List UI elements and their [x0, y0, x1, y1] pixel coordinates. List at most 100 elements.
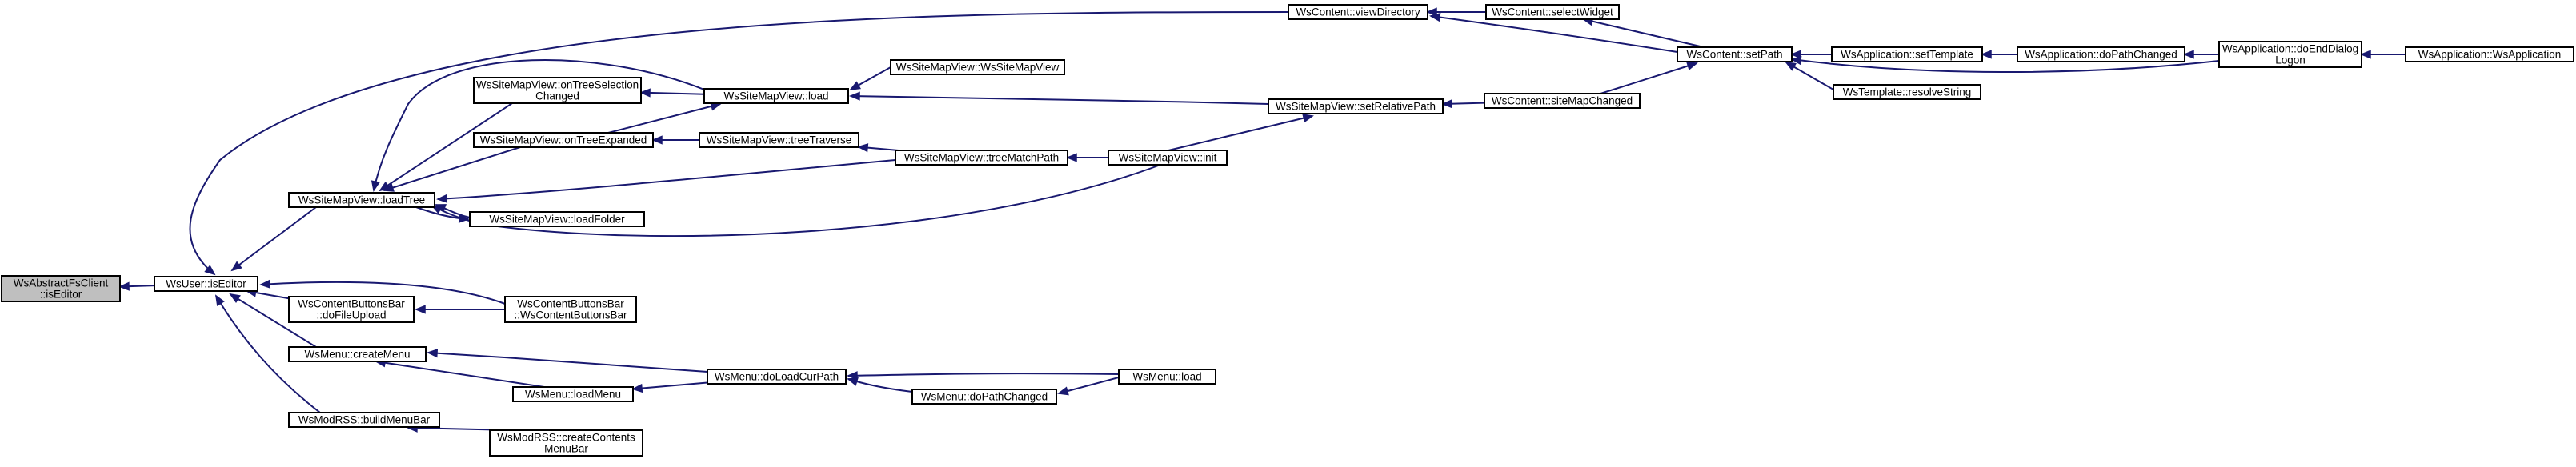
arrowhead	[857, 143, 869, 153]
node-box	[504, 296, 637, 323]
node-label: WsMenu::createMenu	[304, 349, 410, 361]
arrowhead	[1441, 99, 1452, 109]
node-box	[288, 192, 435, 208]
node-box	[1288, 4, 1428, 20]
node-label: Logon	[2275, 54, 2306, 66]
node-smv-loadfolder[interactable]: WsSiteMapView::loadFolder	[469, 211, 645, 227]
node-box	[895, 150, 1068, 166]
node-smv-ontreeexpanded[interactable]: WsSiteMapView::onTreeExpanded	[473, 132, 654, 148]
edge-app_wsapplication-to-app_doenddialoglogon	[2360, 50, 2406, 59]
node-box	[1831, 46, 1983, 62]
node-menu-load[interactable]: WsMenu::load	[1118, 369, 1216, 385]
node-box	[1484, 93, 1641, 109]
node-smv-treetraverse[interactable]: WsSiteMapView::treeTraverse	[699, 132, 859, 148]
edge-line	[1791, 58, 2220, 73]
edge-menu_doloadcurpath-to-menu_loadmenu	[631, 381, 708, 393]
node-content-setpath[interactable]: WsContent::setPath	[1677, 46, 1793, 62]
edge-content_setpath-to-content_viewdirectory	[1429, 12, 1678, 53]
node-label: WsSiteMapView::onTreeSelection	[476, 79, 639, 91]
arrowhead	[651, 135, 663, 145]
node-smv-setrelativepath[interactable]: WsSiteMapView::setRelativePath	[1268, 98, 1444, 114]
edge-content_viewdirectory-to-user_iseditor	[189, 11, 1289, 276]
node-cbb-wscontentbuttonsbar[interactable]: WsContentButtonsBar::WsContentButtonsBar	[504, 296, 637, 323]
edge-app_doenddialoglogon-to-content_setpath	[1790, 55, 2220, 73]
arrowhead	[230, 261, 242, 272]
node-template-resolvestring[interactable]: WsTemplate::resolveString	[1833, 84, 1981, 100]
node-menu-createmenu[interactable]: WsMenu::createMenu	[288, 346, 427, 362]
arrowhead	[1066, 153, 1077, 162]
node-smv-wssitemapview[interactable]: WsSiteMapView::WsSiteMapView	[890, 59, 1065, 75]
edge-line	[640, 91, 705, 95]
node-content-sitemapchanged[interactable]: WsContent::siteMapChanged	[1484, 93, 1641, 109]
edge-line	[427, 352, 708, 373]
edge-modrss_buildmenubar-to-user_iseditor	[214, 294, 321, 413]
node-label: WsContent::siteMapChanged	[1492, 95, 1633, 107]
edge-smv_load-to-smv_ontreeselectionchanged	[639, 88, 705, 98]
node-content-viewdirectory[interactable]: WsContent::viewDirectory	[1288, 4, 1428, 20]
edge-line	[632, 381, 708, 390]
node-cbb-dofileupload[interactable]: WsContentButtonsBar::doFileUpload	[288, 296, 415, 323]
node-smv-load[interactable]: WsSiteMapView::load	[703, 88, 849, 104]
node-box	[1268, 98, 1444, 114]
arrowhead	[1057, 386, 1069, 396]
node-smv-treematchpath[interactable]: WsSiteMapView::treeMatchPath	[895, 150, 1068, 166]
node-label: WsApplication::WsApplication	[2418, 49, 2562, 61]
node-label: ::isEditor	[40, 289, 82, 301]
node-box	[1, 275, 121, 302]
node-smv-loadtree[interactable]: WsSiteMapView::loadTree	[288, 192, 435, 208]
edge-app_settemplate-to-content_setpath	[1790, 50, 1832, 59]
node-box	[911, 389, 1057, 405]
node-label: WsSiteMapView::setRelativePath	[1276, 101, 1436, 113]
arrowhead	[1790, 55, 1802, 66]
node-app-wsapplication[interactable]: WsApplication::WsApplication	[2405, 46, 2574, 62]
edge-app_doenddialoglogon-to-app_dopathchanged	[2183, 50, 2219, 59]
edge-smv_init-to-smv_setrelativepath	[1168, 114, 1314, 151]
edge-cbb_wscontentbuttonsbar-to-cbb_dofileupload	[415, 305, 505, 314]
edge-menu_dopathchanged-to-menu_doloadcurpath	[847, 377, 913, 393]
edge-smv_loadfolder-to-smv_loadtree	[435, 204, 471, 218]
edge-content_sitemapchanged-to-smv_setrelativepath	[1441, 99, 1485, 109]
node-box	[699, 132, 859, 148]
node-menu-loadmenu[interactable]: WsMenu::loadMenu	[512, 386, 634, 402]
arrowhead	[847, 371, 858, 381]
arrowhead	[415, 305, 426, 314]
node-abstract-iseditor[interactable]: WsAbstractFsClient::isEditor	[1, 275, 121, 302]
node-box	[2405, 46, 2574, 62]
edge-smv_treetraverse-to-smv_ontreeexpanded	[651, 135, 699, 145]
node-app-settemplate[interactable]: WsApplication::setTemplate	[1831, 46, 1983, 62]
node-app-dopathchanged[interactable]: WsApplication::doPathChanged	[2017, 46, 2185, 62]
node-label: WsMenu::load	[1132, 371, 1201, 383]
node-content-selectwidget[interactable]: WsContent::selectWidget	[1485, 4, 1620, 20]
edge-smv_treematchpath-to-smv_treetraverse	[857, 143, 899, 153]
node-menu-doloadcurpath[interactable]: WsMenu::doLoadCurPath	[707, 369, 847, 385]
node-user-iseditor[interactable]: WsUser::isEditor	[154, 276, 258, 292]
node-menu-dopathchanged[interactable]: WsMenu::doPathChanged	[911, 389, 1057, 405]
edge-line	[230, 293, 317, 348]
node-modrss-buildmenubar[interactable]: WsModRSS::buildMenuBar	[288, 412, 440, 428]
edge-line	[260, 281, 506, 305]
node-box	[489, 429, 643, 457]
edge-menu_loadmenu-to-menu_createmenu	[375, 358, 545, 388]
edge-user_iseditor-to-abstract_iseditor	[118, 281, 155, 291]
arrowhead	[204, 265, 216, 276]
node-smv-init[interactable]: WsSiteMapView::init	[1108, 150, 1228, 166]
node-box	[473, 77, 642, 104]
node-box	[154, 276, 258, 292]
edge-content_sitemapchanged-to-content_setpath	[1600, 62, 1698, 94]
edge-line	[1600, 62, 1697, 94]
edge-smv_init-to-smv_treematchpath	[1066, 153, 1108, 162]
node-label: WsUser::isEditor	[166, 278, 246, 290]
node-label: WsModRSS::createContents	[497, 432, 635, 444]
edge-line	[1583, 18, 1705, 48]
edge-smv_loadtree-to-smv_loadfolder	[415, 206, 470, 223]
node-label: WsSiteMapView::init	[1119, 152, 1217, 164]
edge-content_selectwidget-to-content_viewdirectory	[1426, 7, 1486, 17]
arrowhead	[1686, 62, 1698, 70]
edge-cbb_wscontentbuttonsbar-to-user_iseditor	[259, 279, 506, 305]
edge-smv_loadtree-to-user_iseditor	[230, 206, 317, 272]
node-label: WsMenu::doLoadCurPath	[715, 371, 839, 383]
node-label: WsSiteMapView::WsSiteMapView	[896, 62, 1060, 74]
